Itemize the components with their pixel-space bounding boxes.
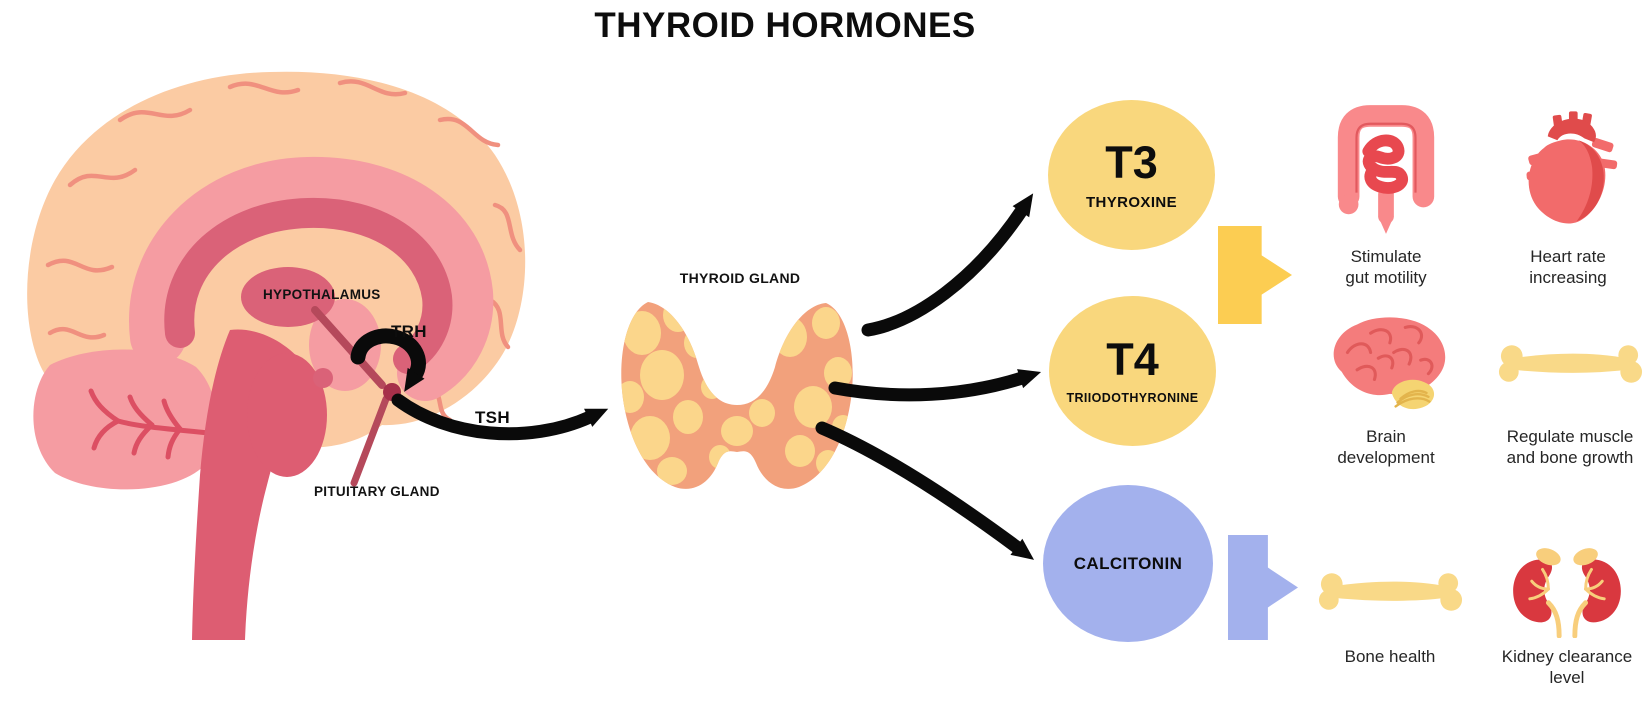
pituitary-gland-label: PITUITARY GLAND bbox=[314, 484, 440, 499]
hormone-circle-calcitonin: CALCITONIN bbox=[1043, 485, 1213, 642]
tsh-label: TSH bbox=[475, 408, 510, 427]
trh-label: TRH bbox=[391, 322, 427, 341]
pituitary-pointer-line bbox=[350, 395, 390, 487]
corpus-callosum-outer bbox=[129, 156, 494, 401]
brain-illustration bbox=[27, 71, 609, 640]
hypothalamus-shape bbox=[241, 267, 335, 327]
calcitonin-name: CALCITONIN bbox=[1073, 553, 1183, 573]
pons-shape bbox=[247, 353, 327, 477]
midbrain-dot bbox=[313, 368, 333, 388]
tsh-arrow bbox=[391, 393, 609, 441]
cerebellum-shape bbox=[33, 349, 217, 490]
hormone-circle-t4: T4 TRIIODOTHYRONINE bbox=[1049, 296, 1216, 446]
effect-label: Brain development bbox=[1337, 427, 1435, 468]
brain-icon bbox=[1333, 317, 1446, 410]
t4-name: TRIIODOTHYRONINE bbox=[1066, 391, 1199, 405]
blue-bracket-pointer bbox=[1228, 535, 1298, 640]
trh-arrow bbox=[350, 328, 426, 392]
arrow-to-t3 bbox=[861, 193, 1034, 337]
thyroid-gland-label: THYROID GLAND bbox=[679, 270, 801, 286]
cerebellum-branches bbox=[88, 388, 211, 460]
kidneys-icon bbox=[1513, 548, 1621, 638]
effect-label: Heart rate increasing bbox=[1529, 247, 1607, 288]
hypothalamus-label: HYPOTHALAMUS bbox=[263, 287, 381, 302]
t3-name: THYROXINE bbox=[1085, 193, 1178, 211]
effect-label: Regulate muscle and bone growth bbox=[1506, 427, 1634, 468]
effect-gut-motility: Stimulate gut motility bbox=[1291, 96, 1481, 289]
effect-bone-health: Bone health bbox=[1295, 546, 1485, 667]
heart-icon bbox=[1526, 111, 1618, 224]
effect-label: Stimulate gut motility bbox=[1345, 247, 1427, 288]
effect-label: Kidney clearance level bbox=[1501, 647, 1633, 688]
effect-label: Bone health bbox=[1344, 647, 1436, 666]
yellow-bracket-pointer bbox=[1218, 226, 1292, 324]
bone-icon bbox=[1318, 573, 1463, 611]
gyri-lines bbox=[45, 79, 523, 423]
effect-kidney-clearance: Kidney clearance level bbox=[1472, 546, 1646, 689]
bone-icon bbox=[1498, 345, 1643, 383]
effect-brain-development: Brain development bbox=[1291, 310, 1481, 469]
t4-abbr: T4 bbox=[1106, 334, 1159, 385]
thyroid-follicles bbox=[621, 302, 853, 485]
effect-heart-rate: Heart rate increasing bbox=[1473, 96, 1646, 289]
pituitary-stalk bbox=[311, 306, 386, 389]
hormone-circle-t3: T3 THYROXINE bbox=[1048, 100, 1215, 250]
thyroid-gland-illustration bbox=[621, 302, 853, 489]
t3-abbr: T3 bbox=[1105, 136, 1158, 188]
effect-muscle-bone-growth: Regulate muscle and bone growth bbox=[1475, 310, 1646, 469]
corpus-callosum-inner bbox=[164, 197, 453, 374]
intestine-icon bbox=[1337, 105, 1435, 234]
page-title: THYROID HORMONES bbox=[594, 6, 976, 45]
